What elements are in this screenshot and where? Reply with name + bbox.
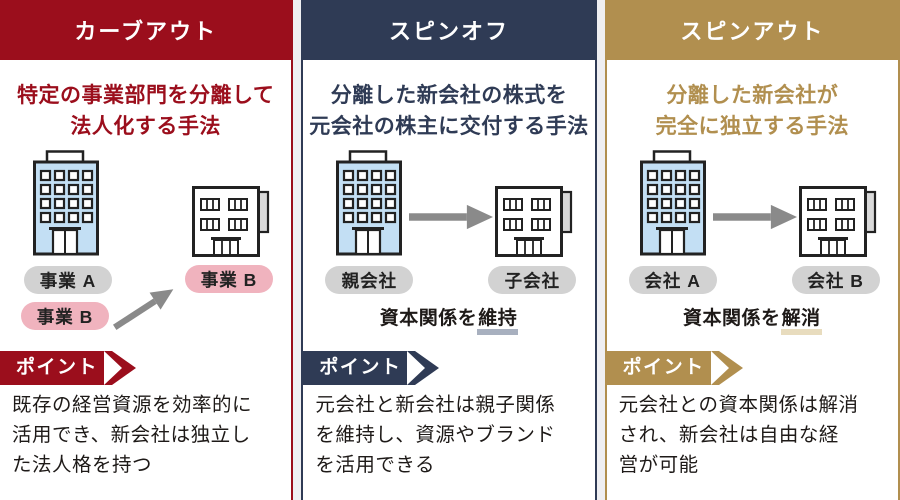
label-child-company-text: 子会社 [504,270,561,291]
spinoff-point-banner: ポイント [303,351,443,385]
spinoff-subtitle: 分離した新会社の株式を 元会社の株主に交付する手法 [309,84,589,138]
spinoff-caption-highlight: 維持 [477,308,519,335]
column-spinoff: スピンオフ 分離した新会社の株式を 元会社の株主に交付する手法 親会社 子会社 … [301,0,597,500]
label-business-b-target: 事業 B [185,265,273,293]
child-company-building-icon [495,186,573,257]
label-parent-company-text: 親会社 [341,270,398,291]
label-child-company: 子会社 [488,266,577,294]
company-a-building-icon [639,150,706,256]
label-business-a-text: 事業 A [39,270,97,291]
label-business-b-source: 事業 B [21,302,109,330]
company-b-building-icon [798,186,877,257]
spinout-header: スピンアウト [604,0,900,60]
spinout-point-label: ポイント [622,357,705,378]
label-company-b: 会社 B [791,266,880,294]
carveout-header: カーブアウト [0,0,294,60]
new-company-building-icon [192,186,270,257]
label-business-a: 事業 A [24,266,112,294]
parent-company-building-icon [33,150,99,256]
right-arrow-icon [409,204,494,235]
right-arrow-icon [712,204,797,235]
carveout-point-label: ポイント [16,357,99,378]
spinout-subtitle: 分離した新会社が 完全に独立する手法 [655,84,850,138]
diagonal-arrow-icon [108,278,184,342]
parent-company-building-icon [336,150,403,256]
spinoff-title: スピンオフ [388,19,509,44]
label-company-a: 会社 A [628,266,717,294]
spinoff-point-text: 元会社と新会社は親子関係 を維持し、資源やブランド を活用できる [315,394,556,476]
spinoff-header: スピンオフ [301,0,597,60]
spinout-point-text: 元会社との資本関係は解消 され、新会社は自由な経 営が可能 [618,394,859,476]
spinoff-diagram: 親会社 子会社 資本関係を維持 [303,0,594,350]
label-company-b-text: 会社 B [807,270,864,291]
carveout-diagram: 事業 A 事業 B 事業 B [0,0,291,350]
carveout-title: カーブアウト [74,19,217,44]
column-carveout: カーブアウト 特定の事業部門を分離して 法人化する手法 事業 A 事業 B 事業… [0,0,294,500]
label-business-b-source-text: 事業 B [36,306,94,327]
carveout-subtitle: 特定の事業部門を分離して 法人化する手法 [16,84,275,138]
spinout-diagram: 会社 A 会社 B 資本関係を解消 [607,0,898,350]
spinout-title: スピンアウト [680,19,825,44]
spinoff-point-label: ポイント [319,357,402,378]
spinout-caption: 資本関係を解消 [607,303,898,335]
label-parent-company: 親会社 [325,266,414,294]
column-spinout: スピンアウト 分離した新会社が 完全に独立する手法 会社 A 会社 B 資本関係… [604,0,900,500]
label-company-a-text: 会社 A [644,270,701,291]
spinout-caption-prefix: 資本関係を [683,308,781,329]
label-business-b-target-text: 事業 B [200,269,258,290]
spinoff-caption: 資本関係を維持 [303,303,594,335]
spinout-caption-highlight: 解消 [780,308,822,335]
carveout-point-text: 既存の経営資源を効率的に 活用でき、新会社は独立し た法人格を持つ [12,394,253,476]
carveout-point-banner: ポイント [0,351,140,385]
spinout-point-banner: ポイント [606,351,747,385]
spinoff-caption-prefix: 資本関係を [379,308,478,329]
